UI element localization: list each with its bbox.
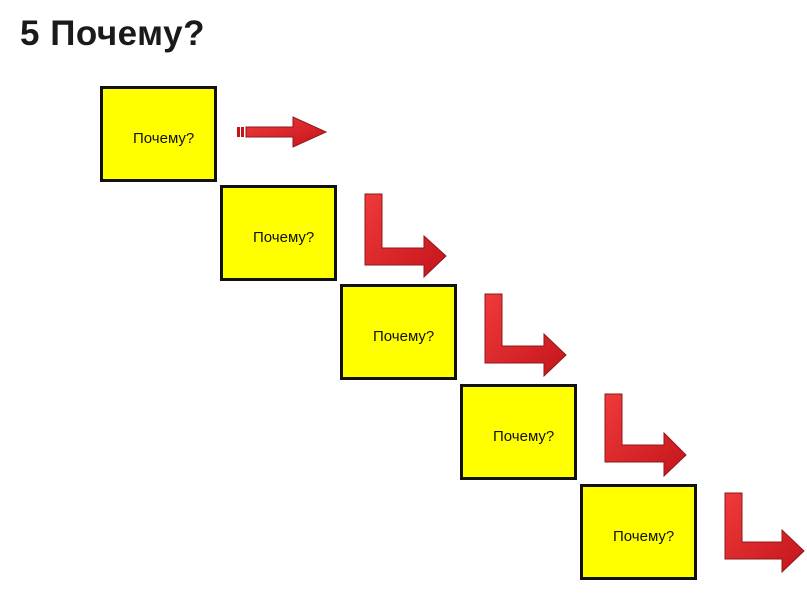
why-box-3: Почему? [340, 284, 457, 380]
l-turn-arrow-icon [364, 193, 447, 279]
why-box-label: Почему? [373, 328, 435, 345]
why-box-label: Почему? [493, 428, 555, 445]
why-box-label: Почему? [613, 528, 675, 545]
l-turn-arrow-icon [604, 393, 687, 478]
why-box-4: Почему? [460, 384, 577, 480]
l-turn-arrow-icon [484, 293, 567, 378]
why-box-1: Почему? [100, 86, 217, 182]
page-title: 5 Почему? [20, 14, 205, 53]
why-box-5: Почему? [580, 484, 697, 580]
why-box-2: Почему? [220, 185, 337, 281]
why-box-label: Почему? [253, 229, 315, 246]
why-box-label: Почему? [133, 130, 195, 147]
right-arrow-icon [237, 116, 328, 148]
l-turn-arrow-icon [724, 492, 805, 574]
